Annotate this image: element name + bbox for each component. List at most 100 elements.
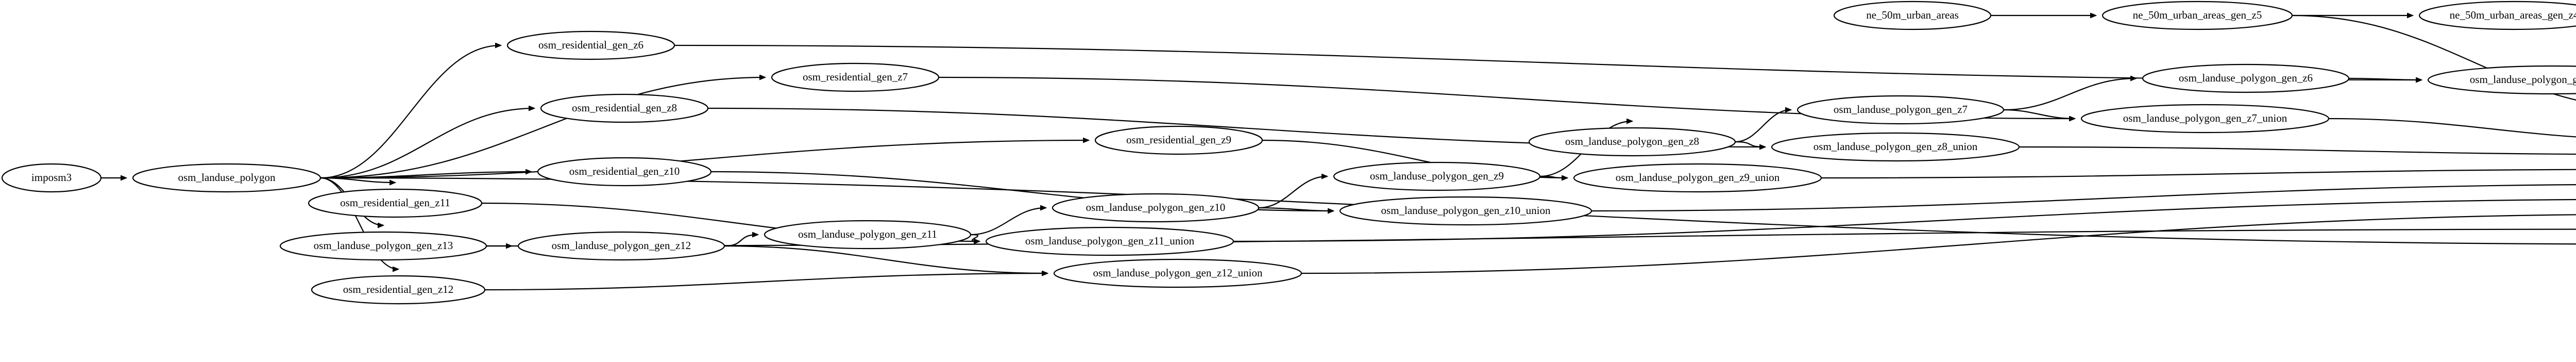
node-osm_residential_gen_z6[interactable]: osm_residential_gen_z6 <box>506 30 675 60</box>
node-osm_residential_gen_z8[interactable]: osm_residential_gen_z8 <box>540 93 709 123</box>
node-ne_50m_urban_areas[interactable]: ne_50m_urban_areas <box>1833 1 1992 30</box>
edge-osm_landuse_polygon_gen_z12_union-to-layer_landuse-z12 <box>1301 214 2576 274</box>
node-ellipse-osm_landuse_polygon_gen_z10_union[interactable] <box>1339 196 1592 226</box>
node-ellipse-osm_landuse_polygon_gen_z9[interactable] <box>1333 161 1541 191</box>
node-osm_landuse_polygon_gen_z7_union[interactable]: osm_landuse_polygon_gen_z7_union <box>2080 104 2330 134</box>
node-label-osm_residential_gen_z7: osm_residential_gen_z7 <box>803 71 908 83</box>
node-osm_landuse_polygon_gen_z11_union[interactable]: osm_landuse_polygon_gen_z11_union <box>985 226 1234 256</box>
edge-osm_landuse_polygon-to-osm_residential_gen_z8 <box>320 108 534 179</box>
node-osm_landuse_polygon_gen_z8_union[interactable]: osm_landuse_polygon_gen_z8_union <box>1771 132 2020 162</box>
edge-osm_landuse_polygon-to-osm_residential_gen_z12 <box>320 177 398 269</box>
node-label-osm_residential_gen_z10: osm_residential_gen_z10 <box>569 165 680 177</box>
node-label-osm_landuse_polygon_gen_z10: osm_landuse_polygon_gen_z10 <box>1086 201 1226 213</box>
node-label-osm_landuse_polygon: osm_landuse_polygon <box>178 171 276 184</box>
node-label-osm_landuse_polygon_gen_z12: osm_landuse_polygon_gen_z12 <box>552 239 691 252</box>
node-ellipse-osm_residential_gen_z7[interactable] <box>771 62 940 92</box>
node-ellipse-osm_landuse_polygon_gen_z7[interactable] <box>1797 95 2005 125</box>
node-label-osm_residential_gen_z6: osm_residential_gen_z6 <box>538 39 643 51</box>
node-ellipse-osm_landuse_polygon[interactable] <box>132 163 321 193</box>
node-ellipse-osm_landuse_polygon_gen_z9_union[interactable] <box>1573 163 1822 193</box>
edge-osm_landuse_polygon_gen_z8-to-osm_landuse_polygon_gen_z7 <box>1735 110 1791 143</box>
node-label-osm_landuse_polygon_gen_z13: osm_landuse_polygon_gen_z13 <box>314 239 453 252</box>
edge-osm_landuse_polygon_gen_z7-to-osm_landuse_polygon_gen_z6 <box>2003 78 2136 111</box>
node-ellipse-osm_residential_gen_z12[interactable] <box>311 275 486 305</box>
node-ellipse-osm_landuse_polygon_gen_z6_union[interactable] <box>2427 65 2576 95</box>
node-osm_residential_gen_z10[interactable]: osm_residential_gen_z10 <box>537 157 712 187</box>
node-ellipse-osm_residential_gen_z10[interactable] <box>537 157 712 187</box>
node-ellipse-osm_landuse_polygon_gen_z12[interactable] <box>517 231 725 261</box>
node-imposm3[interactable]: imposm3 <box>1 163 102 193</box>
node-osm_residential_gen_z9[interactable]: osm_residential_gen_z9 <box>1094 125 1263 155</box>
node-osm_landuse_polygon_gen_z8[interactable]: osm_landuse_polygon_gen_z8 <box>1528 127 1736 157</box>
node-label-osm_residential_gen_z8: osm_residential_gen_z8 <box>572 102 677 114</box>
node-label-osm_residential_gen_z9: osm_residential_gen_z9 <box>1126 134 1231 146</box>
edge-osm_landuse_polygon_gen_z10_union-to-layer_landuse-z10 <box>1591 184 2576 212</box>
nodes-layer: imposm3 osm_landuse_polygon osm_residentia… <box>1 1 2576 305</box>
node-ellipse-osm_landuse_polygon_gen_z8_union[interactable] <box>1771 132 2020 162</box>
node-osm_landuse_polygon_gen_z6_union[interactable]: osm_landuse_polygon_gen_z6_union <box>2427 65 2576 95</box>
edge-osm_landuse_polygon-to-osm_residential_gen_z9 <box>320 140 1089 179</box>
node-ellipse-osm_landuse_polygon_gen_z6[interactable] <box>2142 63 2350 93</box>
node-label-osm_landuse_polygon_gen_z8_union: osm_landuse_polygon_gen_z8_union <box>1814 140 1978 153</box>
edge-osm_landuse_polygon_gen_z9_union-to-layer_landuse-z9 <box>1821 169 2576 179</box>
node-label-osm_residential_gen_z11: osm_residential_gen_z11 <box>340 196 450 209</box>
node-ellipse-osm_landuse_polygon_gen_z11_union[interactable] <box>985 226 1234 256</box>
node-ellipse-osm_landuse_polygon_gen_z8[interactable] <box>1528 127 1736 157</box>
node-ellipse-ne_50m_urban_areas[interactable] <box>1833 1 1992 30</box>
node-osm_landuse_polygon_gen_z11[interactable]: osm_landuse_polygon_gen_z11 <box>764 220 972 250</box>
node-label-osm_landuse_polygon_gen_z7: osm_landuse_polygon_gen_z7 <box>1834 103 1968 116</box>
node-ellipse-osm_landuse_polygon_gen_z11[interactable] <box>764 220 972 250</box>
node-label-osm_residential_gen_z12: osm_residential_gen_z12 <box>343 283 454 295</box>
node-ne_50m_urban_areas_gen_z5[interactable]: ne_50m_urban_areas_gen_z5 <box>2102 1 2293 30</box>
node-ellipse-osm_landuse_polygon_gen_z12_union[interactable] <box>1053 258 1302 288</box>
node-label-ne_50m_urban_areas: ne_50m_urban_areas <box>1866 9 1959 21</box>
node-label-osm_landuse_polygon_gen_z12_union: osm_landuse_polygon_gen_z12_union <box>1093 267 1263 279</box>
node-osm_landuse_polygon_gen_z7[interactable]: osm_landuse_polygon_gen_z7 <box>1797 95 2005 125</box>
node-osm_residential_gen_z12[interactable]: osm_residential_gen_z12 <box>311 275 486 305</box>
edge-ne_50m_urban_areas_gen_z5-to-layer_landuse-z5 <box>2292 14 2576 101</box>
edge-osm_residential_gen_z12-to-osm_landuse_polygon_gen_z12_union <box>484 273 1047 291</box>
node-osm_residential_gen_z7[interactable]: osm_residential_gen_z7 <box>771 62 940 92</box>
node-label-osm_landuse_polygon_gen_z6: osm_landuse_polygon_gen_z6 <box>2179 72 2313 84</box>
edge-osm_landuse_polygon_gen_z7_union-to-layer_landuse-z7 <box>2328 118 2576 138</box>
edge-osm_residential_gen_z6-to-osm_landuse_polygon_gen_z6_union <box>674 44 2421 80</box>
node-label-osm_landuse_polygon_gen_z8: osm_landuse_polygon_gen_z8 <box>1565 135 1699 147</box>
node-osm_landuse_polygon[interactable]: osm_landuse_polygon <box>132 163 321 193</box>
edge-osm_landuse_polygon_gen_z11_union-to-layer_landuse-z11 <box>1233 199 2576 242</box>
node-osm_landuse_polygon_gen_z9_union[interactable]: osm_landuse_polygon_gen_z9_union <box>1573 163 1822 193</box>
node-ellipse-osm_landuse_polygon_gen_z10[interactable] <box>1052 193 1260 223</box>
node-osm_landuse_polygon_gen_z13[interactable]: osm_landuse_polygon_gen_z13 <box>279 231 487 261</box>
node-osm_landuse_polygon_gen_z10_union[interactable]: osm_landuse_polygon_gen_z10_union <box>1339 196 1592 226</box>
node-ellipse-ne_50m_urban_areas_gen_z5[interactable] <box>2102 1 2293 30</box>
node-ellipse-ne_50m_urban_areas_gen_z4[interactable] <box>2418 1 2576 30</box>
node-ellipse-osm_landuse_polygon_gen_z7_union[interactable] <box>2080 104 2330 134</box>
edge-osm_landuse_polygon-to-osm_residential_gen_z6 <box>320 45 501 179</box>
node-osm_landuse_polygon_gen_z12[interactable]: osm_landuse_polygon_gen_z12 <box>517 231 725 261</box>
node-ne_50m_urban_areas_gen_z4[interactable]: ne_50m_urban_areas_gen_z4 <box>2418 1 2576 30</box>
node-label-osm_landuse_polygon_gen_z9_union: osm_landuse_polygon_gen_z9_union <box>1616 171 1780 184</box>
node-label-imposm3: imposm3 <box>31 171 72 184</box>
node-osm_residential_gen_z11[interactable]: osm_residential_gen_z11 <box>308 188 483 218</box>
edge-osm_landuse_polygon_gen_z12-to-osm_landuse_polygon_gen_z12_union <box>724 245 1047 273</box>
node-label-osm_landuse_polygon_gen_z10_union: osm_landuse_polygon_gen_z10_union <box>1381 204 1551 217</box>
node-ellipse-osm_residential_gen_z6[interactable] <box>506 30 675 60</box>
node-ellipse-imposm3[interactable] <box>1 163 102 193</box>
node-ellipse-osm_residential_gen_z8[interactable] <box>540 93 709 123</box>
node-label-osm_landuse_polygon_gen_z11: osm_landuse_polygon_gen_z11 <box>798 228 937 240</box>
edge-osm_landuse_polygon_gen_z8_union-to-layer_landuse-z8 <box>2019 146 2576 155</box>
node-label-osm_landuse_polygon_gen_z6_union: osm_landuse_polygon_gen_z6_union <box>2470 73 2576 86</box>
node-ellipse-osm_residential_gen_z11[interactable] <box>308 188 483 218</box>
node-ellipse-osm_landuse_polygon_gen_z13[interactable] <box>279 231 487 261</box>
node-ellipse-osm_residential_gen_z9[interactable] <box>1094 125 1263 155</box>
edge-osm_landuse_polygon_gen_z11-to-osm_landuse_polygon_gen_z10 <box>970 208 1046 236</box>
node-osm_landuse_polygon_gen_z6[interactable]: osm_landuse_polygon_gen_z6 <box>2142 63 2350 93</box>
node-label-osm_landuse_polygon_gen_z9: osm_landuse_polygon_gen_z9 <box>1370 170 1504 182</box>
node-osm_landuse_polygon_gen_z10[interactable]: osm_landuse_polygon_gen_z10 <box>1052 193 1260 223</box>
node-label-ne_50m_urban_areas_gen_z5: ne_50m_urban_areas_gen_z5 <box>2133 9 2262 21</box>
node-osm_landuse_polygon_gen_z9[interactable]: osm_landuse_polygon_gen_z9 <box>1333 161 1541 191</box>
node-osm_landuse_polygon_gen_z12_union[interactable]: osm_landuse_polygon_gen_z12_union <box>1053 258 1302 288</box>
edge-osm_landuse_polygon-to-osm_residential_gen_z7 <box>320 77 765 179</box>
node-label-osm_landuse_polygon_gen_z7_union: osm_landuse_polygon_gen_z7_union <box>2123 112 2287 124</box>
edge-osm_landuse_polygon_gen_z10-to-osm_landuse_polygon_gen_z9 <box>1258 176 1327 209</box>
